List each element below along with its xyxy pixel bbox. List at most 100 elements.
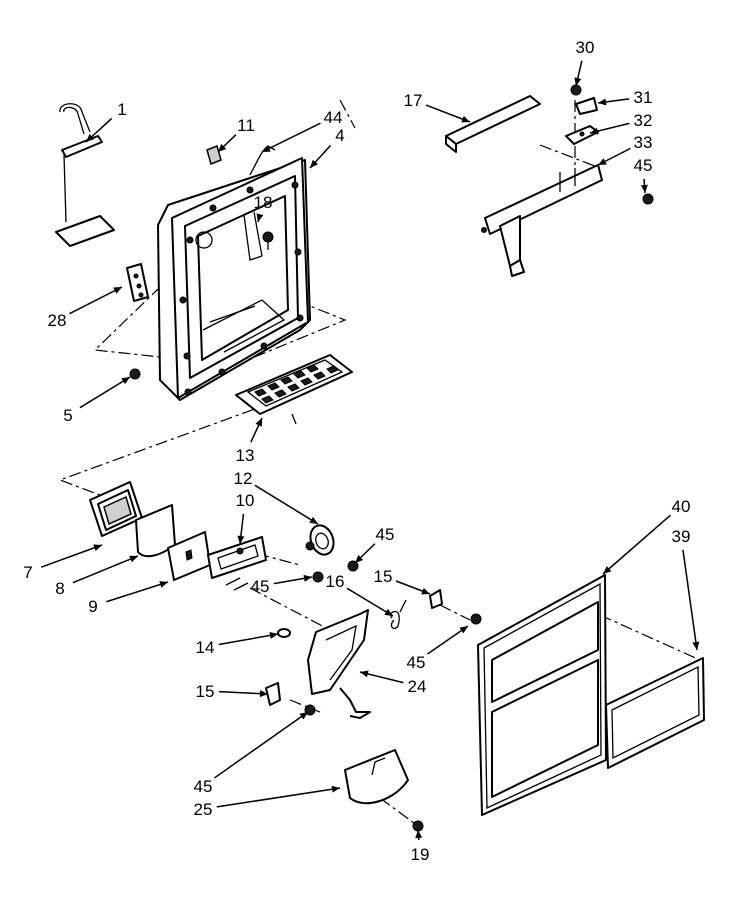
- callout-label-c17: 17: [404, 91, 423, 110]
- leader-line-c40: [602, 514, 671, 575]
- part-44-wire: [249, 145, 276, 176]
- leader-arrowhead-c15a: [421, 587, 430, 595]
- leader-line-c7: [40, 544, 103, 568]
- leader-line-c8: [72, 555, 139, 584]
- leader-line-c45d: [214, 711, 309, 779]
- leader-line-c45c: [427, 625, 469, 655]
- leader-arrowhead-c45a: [355, 554, 364, 563]
- leader-arrowhead-c32: [590, 127, 599, 135]
- callout-label-c28: 28: [48, 311, 67, 330]
- part-25-ice-chute: [344, 749, 409, 805]
- leader-line-c5: [79, 376, 131, 409]
- leader-arrowhead-c14: [269, 631, 278, 639]
- part-11-nut: [206, 144, 222, 166]
- leader-arrowhead-c33: [598, 158, 607, 165]
- leader-arrowhead-c5: [121, 377, 130, 385]
- callout-leaders: [40, 60, 700, 841]
- callout-label-c18: 18: [254, 193, 273, 212]
- leader-line-c9: [106, 581, 169, 603]
- callout-label-c15a: 15: [374, 567, 393, 586]
- callout-label-c40: 40: [672, 497, 691, 516]
- callout-label-c45a: 45: [376, 525, 395, 544]
- part-16-spring: [390, 599, 407, 630]
- part-17-channel: [445, 95, 541, 153]
- part-18-screw: [262, 231, 274, 250]
- leader-arrowhead-c18: [256, 213, 264, 222]
- part-33-mounting-bracket: [481, 164, 603, 277]
- callout-label-c16: 16: [326, 572, 345, 591]
- leader-arrowhead-c25: [331, 785, 340, 793]
- callout-label-c45e: 45: [634, 156, 653, 175]
- part-32-plate: [565, 125, 599, 145]
- leader-arrowhead-c19: [415, 830, 423, 839]
- callout-label-c13: 13: [236, 446, 255, 465]
- leader-arrowhead-c11: [218, 143, 227, 152]
- callout-label-c4: 4: [335, 126, 344, 145]
- callout-label-c39: 39: [672, 527, 691, 546]
- callout-label-c14: 14: [196, 638, 215, 657]
- leader-arrowhead-c15b: [259, 690, 268, 698]
- grille-slots: [254, 364, 339, 404]
- leader-arrowhead-c44: [262, 145, 271, 152]
- leader-arrowhead-c28: [113, 287, 122, 294]
- part-7-light-frame: [89, 481, 143, 537]
- screw-45-b: [312, 571, 324, 583]
- leader-line-c14: [218, 633, 279, 646]
- leader-arrowhead-c8: [129, 555, 138, 563]
- callout-label-c45d: 45: [194, 777, 213, 796]
- screw-45-e: [642, 193, 654, 205]
- leader-arrowhead-c1: [86, 134, 95, 142]
- leader-arrowhead-c24: [360, 670, 369, 678]
- callout-label-c45b: 45: [251, 577, 270, 596]
- leader-arrowhead-c9: [159, 581, 168, 588]
- part-30-screw: [570, 84, 582, 96]
- part-13-drip-grille: [235, 354, 353, 425]
- leader-arrowhead-c13: [255, 418, 262, 427]
- callout-label-c11: 11: [237, 116, 255, 135]
- leader-arrowhead-c12: [309, 516, 318, 524]
- callout-label-c45c: 45: [407, 653, 426, 672]
- callout-label-c44: 44: [324, 108, 343, 127]
- part-24-dispenser-arm: [307, 609, 371, 719]
- leader-arrowhead-c39: [692, 641, 700, 650]
- callout-label-c1: 1: [117, 100, 126, 119]
- callout-label-c8: 8: [55, 579, 64, 598]
- leader-arrowhead-c31: [598, 98, 607, 106]
- leader-line-c44: [261, 122, 321, 153]
- leader-arrowhead-c40: [603, 566, 612, 574]
- callout-label-c5: 5: [63, 406, 72, 425]
- leader-arrowhead-c17: [461, 115, 470, 123]
- leader-line-c12: [254, 484, 319, 525]
- part-40-door-panel: [477, 574, 607, 816]
- callout-label-c12: 12: [234, 469, 253, 488]
- part-39-trim-panel: [605, 657, 705, 769]
- leader-arrowhead-c45d: [299, 712, 308, 720]
- callout-label-c32: 32: [634, 111, 653, 130]
- callout-label-c10: 10: [236, 491, 255, 510]
- part-14-pin: [277, 628, 291, 638]
- part-1-heater-pad: [55, 103, 115, 247]
- callout-label-c9: 9: [88, 597, 97, 616]
- leader-line-c39: [682, 549, 698, 651]
- leader-arrowhead-c30: [574, 77, 582, 86]
- part-12-motor: [305, 524, 335, 556]
- leader-arrowhead-c45b: [303, 574, 312, 582]
- callout-label-c31: 31: [634, 88, 653, 107]
- leader-arrowhead-c7: [93, 544, 102, 552]
- leader-arrowhead-c45e: [640, 184, 648, 193]
- callout-label-c19: 19: [411, 845, 430, 864]
- leader-line-c28: [69, 286, 123, 315]
- screws-45: [304, 193, 654, 716]
- callout-label-c24: 24: [408, 677, 427, 696]
- leader-line-c16: [346, 587, 394, 617]
- leader-arrowhead-c10: [237, 535, 245, 544]
- callout-label-c15b: 15: [196, 682, 215, 701]
- callout-label-c25: 25: [194, 800, 213, 819]
- screw-45-c: [470, 613, 482, 625]
- part-10-switch-bracket: [207, 536, 267, 591]
- callout-label-c30: 30: [576, 38, 595, 57]
- leader-arrowhead-c16: [384, 608, 393, 616]
- part-31-hinge-pin: [575, 97, 598, 115]
